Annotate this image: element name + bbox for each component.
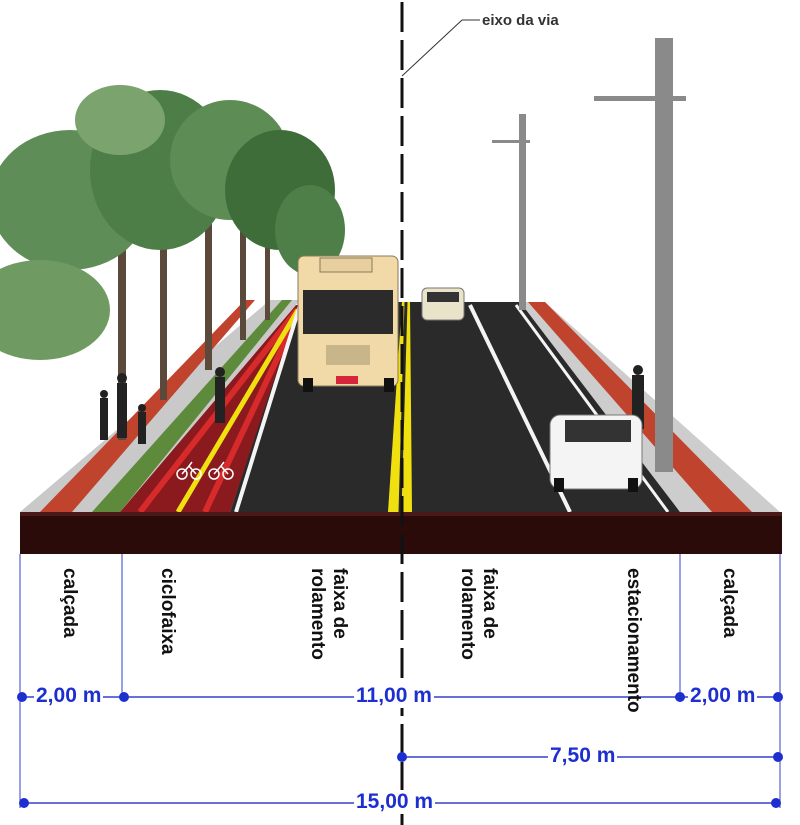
sidewalk-left-red-strip xyxy=(40,300,255,512)
zone-label-calcada-right: calçada xyxy=(719,568,740,638)
bike-lane-red-line-2 xyxy=(202,308,303,514)
axis-label-leader xyxy=(401,19,463,77)
dim-sidewalk-left: 2,00 m xyxy=(34,684,104,708)
zone-label-ciclofaixa: ciclofaixa xyxy=(157,568,178,655)
axis-label: eixo da via xyxy=(482,12,559,29)
bike-symbol-icon xyxy=(176,461,234,480)
zone-label-calcada-left: calçada xyxy=(59,568,80,638)
zone-label-faixa-left: faixa de rolamento xyxy=(307,568,350,660)
dim-sidewalk-right: 2,00 m xyxy=(688,684,758,708)
bus-icon xyxy=(297,255,399,392)
grass-strip xyxy=(92,300,292,512)
trees xyxy=(0,85,345,440)
dim-total: 15,00 m xyxy=(354,790,436,814)
car-near-icon xyxy=(549,414,643,492)
bike-lane xyxy=(120,305,300,512)
zone-label-faixa-right: faixa de rolamento xyxy=(457,568,500,660)
parking-edge-line xyxy=(514,304,670,513)
utility-poles-icon xyxy=(492,38,686,472)
car-far-icon xyxy=(421,287,465,321)
dim-carriageway: 11,00 m xyxy=(354,684,434,708)
zone-label-estacionamento: estacionamento xyxy=(623,568,644,713)
left-edge-line xyxy=(234,304,302,513)
pedestrians-icon xyxy=(100,365,644,444)
dim-half-road: 7,50 m xyxy=(548,744,618,768)
